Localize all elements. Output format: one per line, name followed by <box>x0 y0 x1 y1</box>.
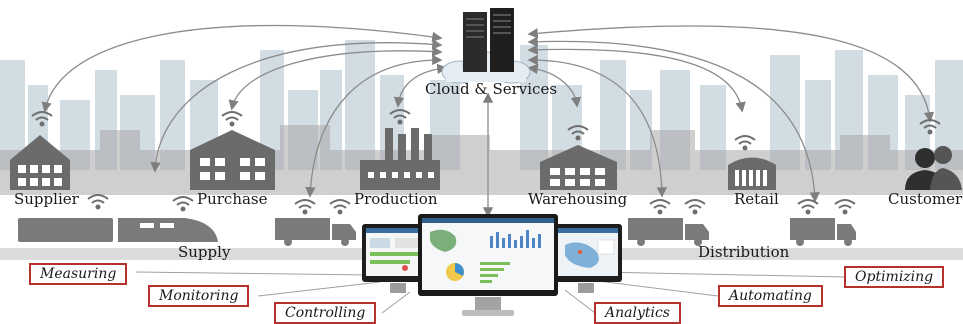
function-box-optimizing: Optimizing <box>844 266 945 288</box>
transport-label-distribution: Distribution <box>698 243 790 261</box>
monitor-center <box>418 214 558 316</box>
node-label-retail: Retail <box>734 190 779 208</box>
connection-arrows <box>41 24 935 218</box>
cloud-server-icon <box>441 8 531 84</box>
purchase-warehouse-icon <box>190 130 275 190</box>
dashboard-monitors <box>362 214 622 316</box>
truck-icons <box>275 218 856 246</box>
function-box-controlling: Controlling <box>274 302 377 324</box>
transport-label-supply: Supply <box>178 243 231 261</box>
node-label-supplier: Supplier <box>14 190 79 208</box>
factory-icon <box>360 128 440 190</box>
node-label-purchase: Purchase <box>197 190 268 208</box>
wifi-icons <box>31 109 941 215</box>
function-connector-lines <box>135 271 846 314</box>
function-box-analytics: Analytics <box>594 302 681 324</box>
function-box-automating: Automating <box>718 285 823 307</box>
node-label-customer: Customer <box>888 190 963 208</box>
supplier-house-icon <box>10 135 70 190</box>
hub-label: Cloud & Services <box>425 80 558 98</box>
function-box-monitoring: Monitoring <box>148 285 250 307</box>
function-box-measuring: Measuring <box>29 263 128 285</box>
train-icon <box>18 218 218 242</box>
node-label-production: Production <box>354 190 438 208</box>
retail-store-icon <box>728 157 776 190</box>
warehousing-icon <box>540 145 617 190</box>
monitor-right <box>552 224 622 293</box>
node-label-warehousing: Warehousing <box>528 190 628 208</box>
customer-icon <box>905 146 962 190</box>
